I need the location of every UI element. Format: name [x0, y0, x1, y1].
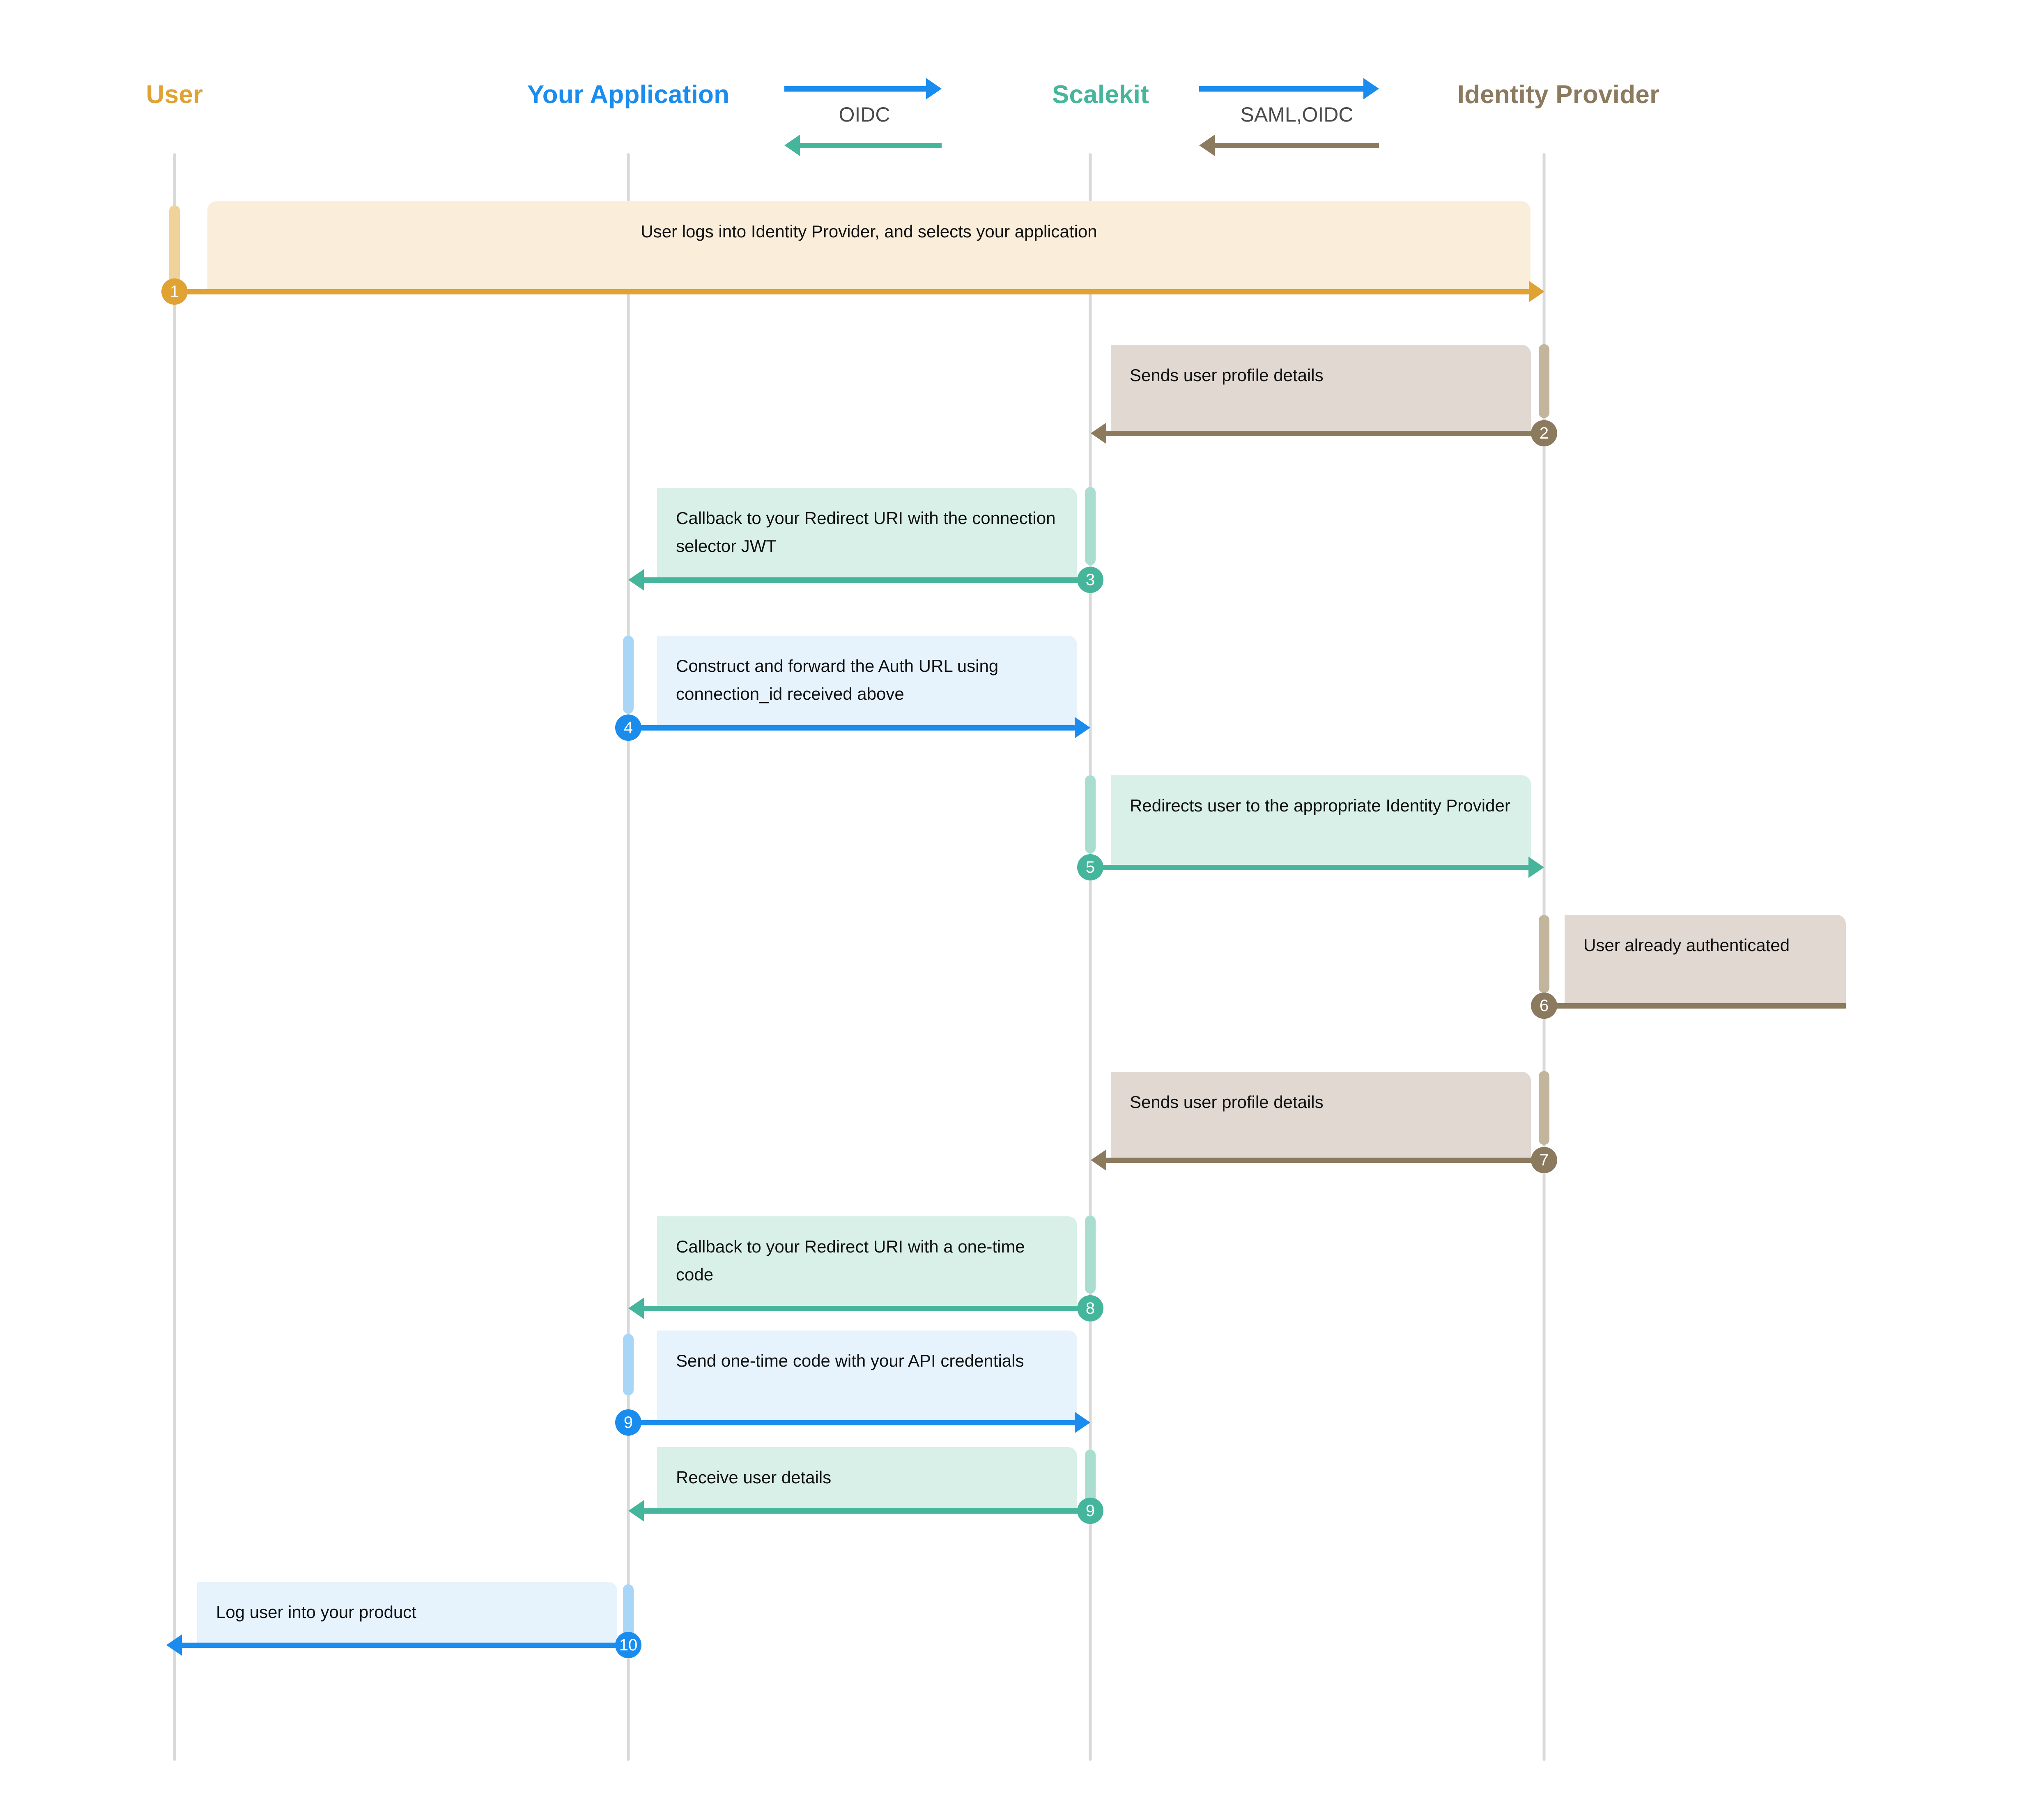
activation-bar-step-4	[623, 636, 634, 714]
legend-saml-oidc-top-arrowhead-icon	[1363, 78, 1379, 99]
message-arrowhead-step-9-send-icon	[1075, 1412, 1090, 1433]
note-step-10: Log user into your product	[197, 1582, 617, 1645]
activation-bar-step-3	[1085, 487, 1096, 565]
step-badge-4: 4	[615, 715, 641, 741]
lifeline-user	[173, 153, 176, 1761]
step-badge-10: 10	[615, 1632, 641, 1658]
note-step-9-receive: Receive user details	[657, 1447, 1077, 1511]
step-badge-7: 7	[1531, 1147, 1557, 1173]
message-line-step-7	[1106, 1158, 1544, 1163]
legend-oidc-top-line	[784, 86, 926, 92]
legend-saml-oidc-top-line	[1199, 86, 1363, 92]
activation-bar-step-2	[1539, 344, 1549, 418]
activation-bar-step-8	[1085, 1216, 1096, 1294]
note-step-6: User already authenticated	[1565, 915, 1846, 1003]
message-arrowhead-step-2-icon	[1091, 423, 1106, 444]
message-arrowhead-step-10-icon	[166, 1634, 182, 1656]
note-step-4: Construct and forward the Auth URL using…	[657, 636, 1077, 728]
note-step-1: User logs into Identity Provider, and se…	[207, 201, 1531, 292]
legend-saml-oidc-label: SAML,OIDC	[1240, 103, 1354, 126]
step-badge-1: 1	[161, 278, 188, 305]
note-step-5-text: Redirects user to the appropriate Identi…	[1130, 796, 1510, 815]
message-line-step-3	[644, 577, 1090, 583]
message-line-step-9-receive	[644, 1508, 1090, 1514]
note-step-1-text: User logs into Identity Provider, and se…	[641, 222, 1097, 241]
note-step-3-text: Callback to your Redirect URI with the c…	[676, 508, 1056, 556]
actor-header-identity-provider: Identity Provider	[1457, 80, 1660, 109]
legend-saml-oidc-bottom-line	[1215, 143, 1379, 148]
note-step-7: Sends user profile details	[1111, 1072, 1531, 1160]
note-step-7-text: Sends user profile details	[1130, 1092, 1324, 1112]
message-line-step-9-send	[628, 1420, 1075, 1425]
activation-bar-step-9-send	[623, 1334, 634, 1395]
note-step-6-text: User already authenticated	[1583, 935, 1790, 955]
legend-oidc-bottom-line	[800, 143, 942, 148]
legend-saml-oidc-bottom-arrowhead-icon	[1199, 135, 1215, 156]
message-arrowhead-step-7-icon	[1091, 1149, 1106, 1171]
message-line-step-1	[175, 289, 1529, 294]
legend-oidc-top-arrowhead-icon	[926, 78, 942, 99]
message-line-step-10	[182, 1643, 628, 1648]
step-badge-3: 3	[1077, 567, 1103, 593]
actor-header-user: User	[146, 80, 203, 109]
note-step-2: Sends user profile details	[1111, 345, 1531, 433]
message-line-step-2	[1106, 431, 1544, 436]
message-arrowhead-step-1-icon	[1529, 281, 1544, 302]
note-step-9-receive-text: Receive user details	[676, 1468, 832, 1487]
note-step-10-text: Log user into your product	[216, 1602, 416, 1622]
message-line-step-4	[628, 725, 1075, 731]
note-step-9-send-text: Send one-time code with your API credent…	[676, 1351, 1024, 1370]
note-step-8-text: Callback to your Redirect URI with a one…	[676, 1237, 1025, 1285]
activation-bar-step-5	[1085, 775, 1096, 853]
message-line-step-5	[1090, 865, 1528, 870]
activation-bar-step-7	[1539, 1071, 1549, 1145]
step-badge-8: 8	[1077, 1295, 1103, 1321]
note-step-4-text: Construct and forward the Auth URL using…	[676, 656, 999, 704]
note-step-3: Callback to your Redirect URI with the c…	[657, 488, 1077, 580]
step-badge-2: 2	[1531, 420, 1557, 446]
legend-oidc-label: OIDC	[839, 103, 890, 126]
legend-oidc-bottom-arrowhead-icon	[784, 135, 800, 156]
note-step-9-send: Send one-time code with your API credent…	[657, 1331, 1077, 1423]
lifeline-your-application	[627, 153, 630, 1761]
step-badge-6: 6	[1531, 993, 1557, 1019]
note-step-5: Redirects user to the appropriate Identi…	[1111, 775, 1531, 868]
step-badge-9-send: 9	[615, 1409, 641, 1436]
activation-bar-step-6	[1539, 915, 1549, 993]
step-badge-5: 5	[1077, 854, 1103, 880]
message-arrowhead-step-9-receive-icon	[628, 1500, 644, 1521]
message-arrowhead-step-4-icon	[1075, 717, 1090, 738]
message-arrowhead-step-3-icon	[628, 569, 644, 591]
message-line-step-8	[644, 1306, 1090, 1311]
message-line-step-6	[1544, 1003, 1846, 1009]
note-step-8: Callback to your Redirect URI with a one…	[657, 1216, 1077, 1309]
actor-header-scalekit: Scalekit	[1052, 80, 1149, 109]
lifeline-scalekit	[1089, 153, 1092, 1761]
actor-header-your-application: Your Application	[527, 80, 730, 109]
message-arrowhead-step-5-icon	[1528, 857, 1544, 878]
note-step-2-text: Sends user profile details	[1130, 365, 1324, 385]
message-arrowhead-step-8-icon	[628, 1298, 644, 1319]
step-badge-9-receive: 9	[1077, 1498, 1103, 1524]
activation-bar-step-1	[169, 205, 180, 283]
